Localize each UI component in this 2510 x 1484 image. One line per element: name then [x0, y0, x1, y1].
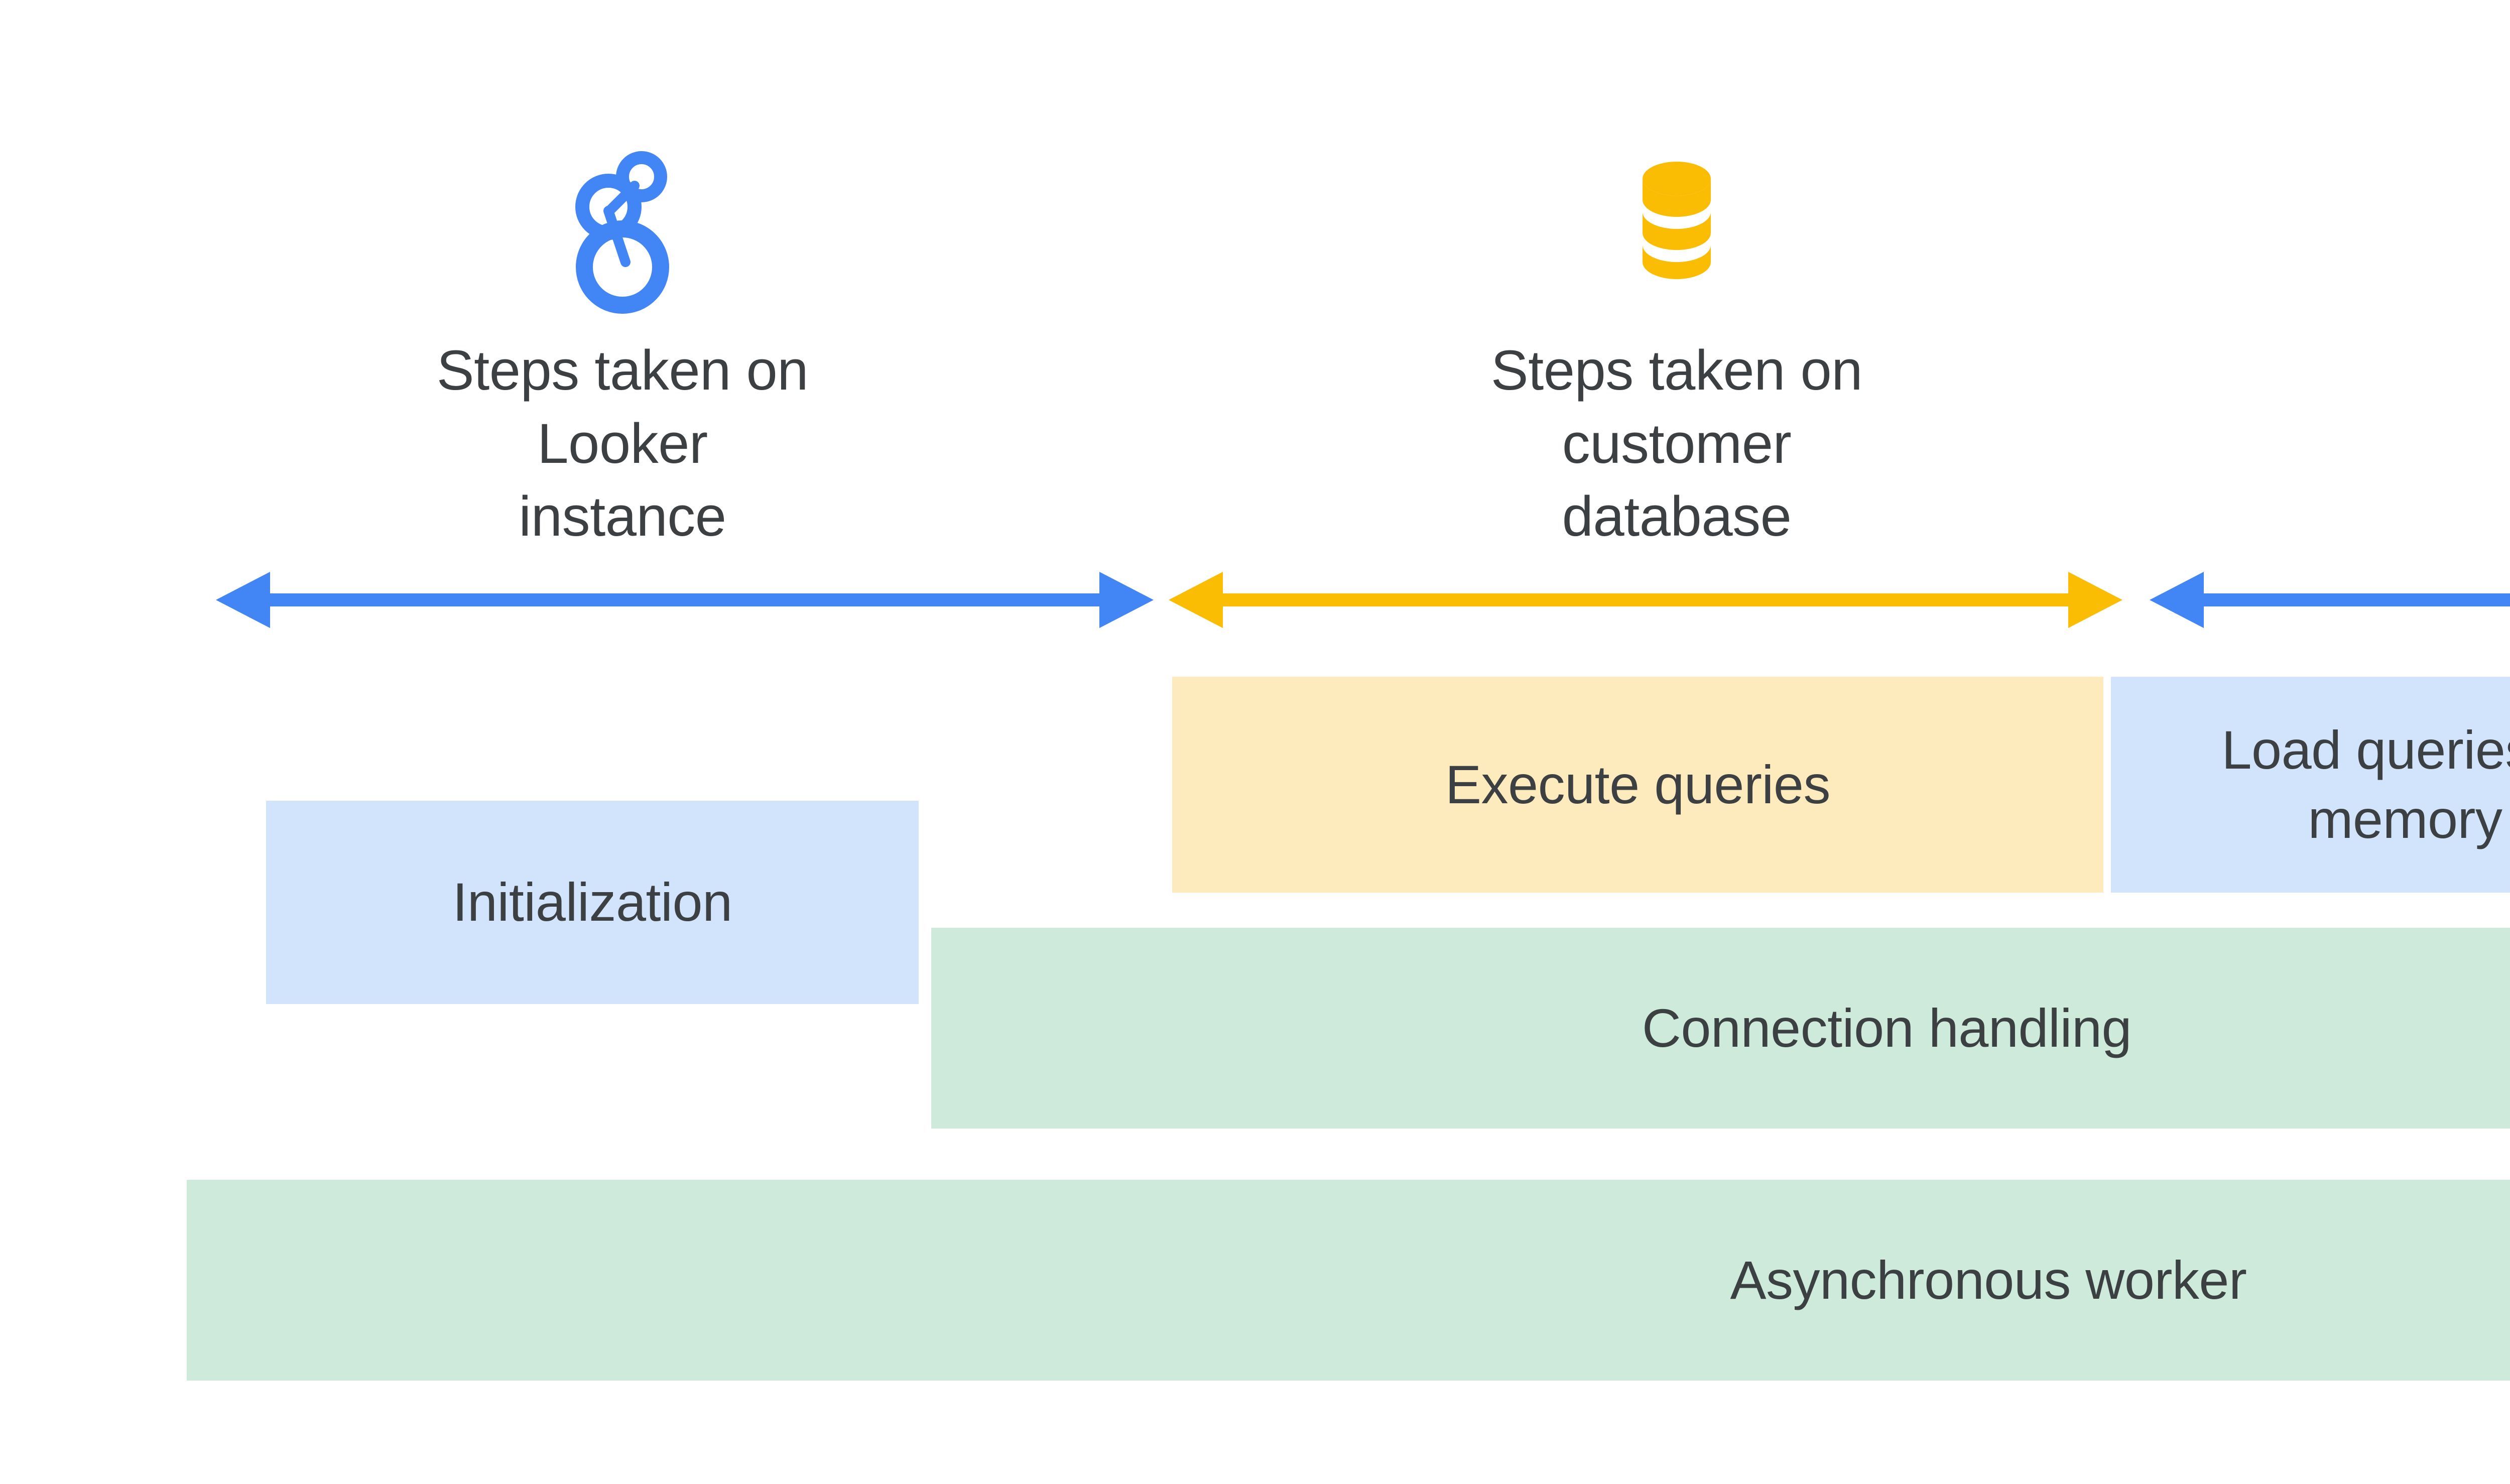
range-arrow-looker-right [2150, 565, 2510, 635]
bar-label: Load queries in memory [2221, 719, 2510, 849]
bar-asynchronous-worker[interactable]: Asynchronous worker [187, 1180, 2510, 1381]
range-arrow-looker-left [216, 565, 1154, 635]
bar-label: Connection handling [1642, 997, 2132, 1058]
bar-label: Asynchronous worker [1730, 1249, 2247, 1310]
looker-logo-icon [572, 151, 673, 319]
phase-header-looker-left: Steps taken on Looker instance [432, 151, 813, 553]
bar-initialization[interactable]: Initialization [266, 801, 919, 1004]
range-arrow-customer-db [1169, 565, 2122, 635]
bar-execute-queries[interactable]: Execute queries [1172, 677, 2103, 893]
bar-load-queries-memory[interactable]: Load queries in memory [2111, 677, 2510, 893]
database-icon [1626, 151, 1727, 319]
bar-label: Initialization [452, 872, 732, 933]
phase-caption: Steps taken on customer database [1490, 339, 1863, 548]
bar-connection-handling[interactable]: Connection handling [931, 928, 2510, 1129]
phase-caption: Steps taken on Looker instance [436, 339, 809, 548]
bar-label: Execute queries [1445, 754, 1830, 815]
phase-header-customer-db: Steps taken on customer database [1481, 151, 1872, 553]
